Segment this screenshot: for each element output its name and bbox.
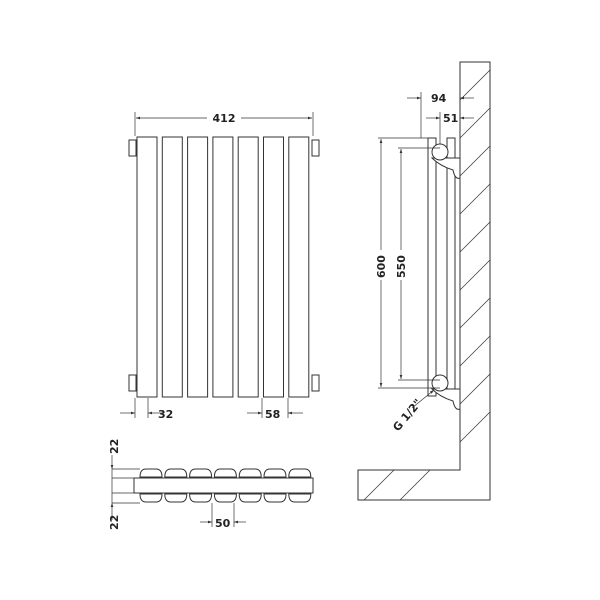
bottom-pipe-connection [431,374,449,392]
height-label: 600 [375,255,388,278]
top-left-bracket [128,139,137,157]
hatch-line [459,335,491,367]
hatch-line [459,107,491,139]
top-right-bracket [311,139,320,157]
hatch-line [459,221,491,253]
pipe-offset-label: 51 [443,112,458,125]
radiator-panel [237,136,259,398]
top-view: 22 22 50 [108,439,314,530]
panel-section-bottom [164,493,188,503]
centres-label: 550 [395,255,408,278]
radiator-panel [187,136,209,398]
panel-section-top [263,468,287,478]
pitch-dimension-label: 58 [265,408,280,421]
panel-section-bottom [288,493,312,503]
connection-label: G 1/2" [390,397,424,434]
depth-top-label: 22 [108,439,121,454]
side-view: 94 51 600 550 G 1/2" [357,61,491,501]
radiator-side-panel [427,137,437,397]
radiator-panel [161,136,183,398]
panel-section-top [139,468,163,478]
top-wall-bracket [430,157,461,179]
top-view-body [133,477,314,494]
radiator-panel [288,136,310,398]
width-dimension-label: 412 [213,112,236,125]
wall-offset-label: 94 [431,92,447,105]
radiator-panel [136,136,158,398]
front-view: 412 32 58 [120,111,320,421]
hatch-line [459,259,491,291]
panel-section-top [238,468,262,478]
bottom-left-bracket [128,374,137,392]
hatch-line [399,469,431,501]
hatch-line [459,145,491,177]
radiator-panel [212,136,234,398]
panel-section-bottom [213,493,237,503]
bottom-wall-bracket [430,388,461,410]
edge-dimension-label: 32 [158,408,173,421]
hatch-line [459,373,491,405]
panel-section-bottom [139,493,163,503]
radiator-panel [263,136,284,398]
panel-section-top [288,468,312,478]
panel-section-bottom [263,493,287,503]
hatch-line [459,297,491,329]
panel-section-top [213,468,237,478]
bottom-right-bracket [311,374,320,392]
depth-bottom-label: 22 [108,515,121,530]
panel-section-top [164,468,188,478]
hatch-line [459,411,491,443]
panel-section-top [189,468,213,478]
panel-section-bottom [189,493,213,503]
hatch-line [459,69,491,101]
top-pitch-label: 50 [215,517,231,530]
top-pipe-connection [431,143,449,161]
wall-and-floor [357,61,491,501]
panel-section-bottom [238,493,262,503]
hatch-line [459,183,491,215]
hatch-line [363,469,395,501]
